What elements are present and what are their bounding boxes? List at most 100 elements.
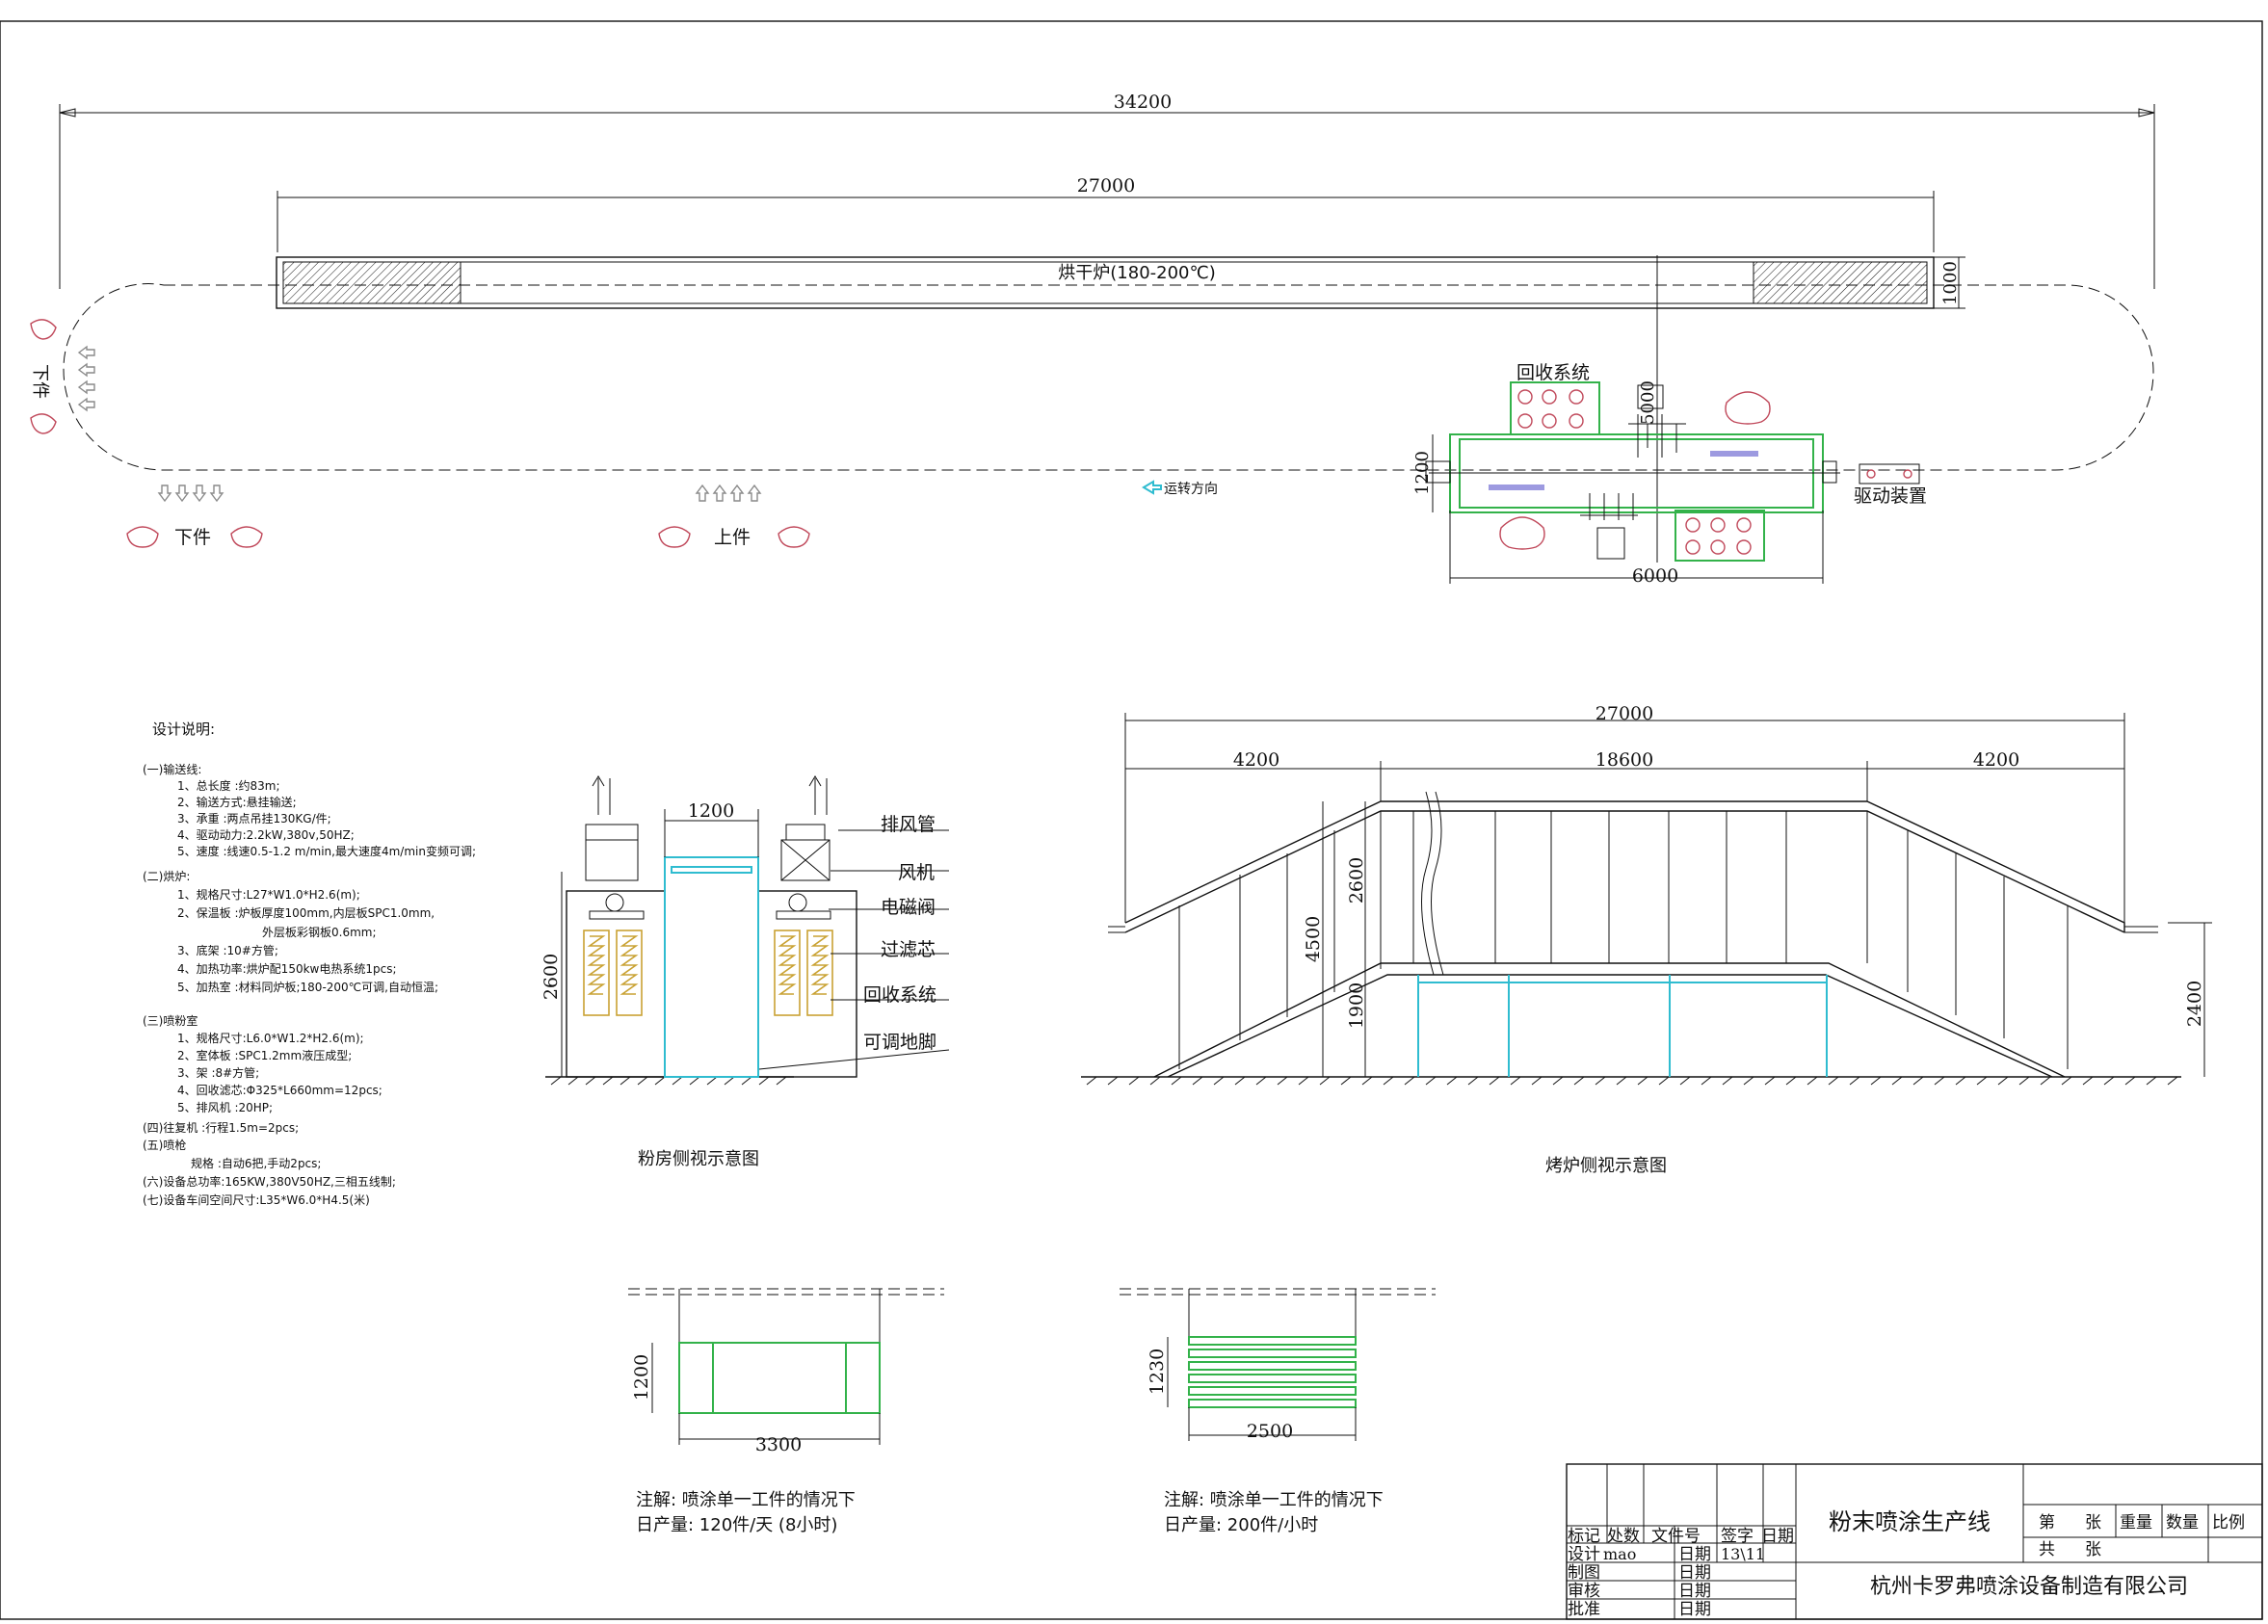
dim-overall-length: 34200: [1114, 92, 1172, 113]
detail-b-dim-w: 2500: [1247, 1421, 1293, 1442]
oven-dim-left: 4200: [1233, 749, 1279, 771]
dim-booth-length: 6000: [1632, 565, 1678, 587]
oven-dim-2600: 2600: [1346, 857, 1367, 904]
oven-heating-right: [1753, 261, 1928, 304]
load-operator-icons: [658, 526, 810, 548]
notes-line: 3、架 :8#方管;: [177, 1065, 259, 1080]
tb-loc: 处数: [1607, 1527, 1640, 1546]
oven-body: [276, 256, 1935, 309]
tb-approve-date: 日期: [1678, 1600, 1711, 1619]
tb-draw: 制图: [1568, 1563, 1600, 1583]
drawing-frame: [0, 20, 2263, 1620]
tb-date-head: 日期: [1761, 1527, 1794, 1546]
booth-dim-height: 2600: [541, 954, 562, 1000]
booth-label-feet: 可调地脚: [863, 1032, 936, 1053]
notes-line: 3、承重 :两点吊挂130KG/件;: [177, 812, 331, 825]
notes-line: 4、加热功率:烘炉配150kw电热系统1pcs;: [177, 961, 397, 976]
dim-booth-width: 1200: [1412, 451, 1433, 495]
notes-line: 1、规格尺寸:L6.0*W1.2*H2.6(m);: [177, 1031, 364, 1045]
tb-approve: 批准: [1568, 1600, 1600, 1619]
oven-label: 烘干炉(180-200℃): [1058, 263, 1215, 283]
notes-line: 5、排风机 :20HP;: [177, 1101, 273, 1114]
notes-line: (二)烘炉:: [143, 870, 190, 883]
design-notes: 设计说明: (一)输送线: 1、总长度 :约83m; 2、输送方式:悬挂输送; …: [143, 720, 476, 1207]
booth-dim-width: 1200: [688, 800, 734, 822]
plan-view: 34200 27000 烘干炉(180-200℃) 1000 5000: [30, 92, 2155, 587]
tb-title: 粉末喷涂生产线: [1829, 1508, 1991, 1535]
tb-doc: 文件号: [1651, 1527, 1701, 1546]
filter-cartridges: [583, 930, 833, 1016]
tb-design: 设计: [1568, 1545, 1600, 1564]
oven-dim-2400: 2400: [2184, 981, 2205, 1027]
drive-unit: [1859, 463, 1920, 485]
notes-line: 5、速度 :线速0.5-1.2 m/min,最大速度4m/min变频可调;: [177, 844, 476, 858]
oven-dim-total: 27000: [1596, 703, 1653, 724]
detail-b-note2: 日产量: 200件/小时: [1164, 1515, 1318, 1535]
oven-side-view: 27000 4200 18600 4200 4500 2600 1900 240…: [1081, 703, 2212, 1176]
booth-label-filter: 过滤芯: [881, 939, 936, 960]
notes-line: 5、加热室 :材料同炉板;180-200℃可调,自动恒温;: [177, 980, 438, 994]
notes-line: 4、驱动动力:2.2kW,380v,50HZ;: [177, 828, 355, 842]
detail-b-rails: [1188, 1336, 1357, 1408]
dim-oven-length: 27000: [1077, 175, 1135, 196]
booth-label-valve: 电磁阀: [881, 897, 936, 918]
notes-line: 2、保温板 :炉板厚度100mm,内层板SPC1.0mm,: [177, 905, 435, 920]
oven-dim-1900: 1900: [1346, 982, 1367, 1029]
unload-operator-icons: [126, 526, 263, 548]
booth-side-view: 1200 2600 排风管 风机 电磁阀 过滤芯 回收系统 可调地脚 粉房侧视示…: [541, 775, 950, 1169]
tb-total-sheet: 张: [2085, 1540, 2101, 1559]
tb-designer: mao: [1603, 1545, 1636, 1563]
direction-label: 运转方向: [1164, 482, 1218, 497]
operator-icon: [1499, 391, 1771, 550]
dim-oven-width: 1000: [1940, 261, 1961, 305]
detail-b-dim-h: 1230: [1147, 1349, 1168, 1395]
tb-sheet-no: 第: [2039, 1513, 2055, 1532]
unload-label: 下件: [174, 527, 211, 548]
notes-title: 设计说明:: [152, 720, 215, 738]
tb-date-label: 日期: [1678, 1545, 1711, 1564]
recycle-label: 回收系统: [1516, 362, 1590, 383]
notes-line: 规格 :自动6把,手动2pcs;: [191, 1156, 321, 1170]
tb-total: 共: [2039, 1540, 2055, 1559]
detail-a-note2: 日产量: 120件/天 (8小时): [636, 1515, 837, 1535]
tb-company: 杭州卡罗弗喷涂设备制造有限公司: [1870, 1575, 2188, 1599]
notes-line: (三)喷粉室: [143, 1013, 198, 1028]
tb-qty: 数量: [2166, 1513, 2199, 1532]
load-arrows: [695, 484, 762, 502]
tb-date-value: 13\11: [1721, 1545, 1765, 1563]
booth-caption: 粉房侧视示意图: [638, 1149, 759, 1169]
drive-label: 驱动装置: [1854, 485, 1927, 507]
oven-heating-left: [282, 261, 462, 304]
oven-dim-4500: 4500: [1303, 916, 1324, 962]
notes-line: 外层板彩钢板0.6mm;: [262, 926, 377, 939]
oven-dim-right: 4200: [1973, 749, 2019, 771]
spray-booth-plan: 回收系统 驱动装置 6000 1200: [1412, 362, 1927, 587]
dim-5000: 5000: [1638, 380, 1658, 425]
notes-line: 1、总长度 :约83m;: [177, 778, 280, 793]
left-operator-icons: [30, 319, 57, 434]
detail-b: 2500 1230 注解: 喷涂单一工件的情况下 日产量: 200件/小时: [1120, 1288, 1436, 1535]
tb-weight: 重量: [2120, 1513, 2152, 1532]
left-unload-label: 下件: [30, 364, 50, 399]
notes-line: (七)设备车间空间尺寸:L35*W6.0*H4.5(米): [143, 1192, 370, 1207]
tb-mark: 标记: [1568, 1527, 1600, 1546]
notes-line: 1、规格尺寸:L27*W1.0*H2.6(m);: [177, 887, 360, 902]
notes-line: (五)喷枪: [143, 1138, 186, 1152]
tb-review: 审核: [1568, 1582, 1600, 1601]
booth-label-exhaust: 排风管: [881, 814, 936, 835]
notes-line: (四)往复机 :行程1.5m=2pcs;: [143, 1120, 299, 1135]
unload-arrows: [157, 485, 224, 503]
notes-line: (一)输送线:: [143, 762, 201, 776]
tb-sheet: 张: [2085, 1513, 2101, 1532]
notes-line: 3、底架 :10#方管;: [177, 943, 278, 957]
notes-line: (六)设备总功率:165KW,380V50HZ,三相五线制;: [143, 1174, 396, 1189]
recovery-unit-top: [1510, 381, 1600, 435]
title-block: 标记 处数 文件号 签字 日期 设计 mao 日期 13\11 制图 日期 审核…: [1566, 1463, 2263, 1620]
conveyor-loop: [63, 283, 2154, 471]
tb-scale: 比例: [2212, 1513, 2245, 1532]
notes-line: 2、输送方式:悬挂输送;: [177, 795, 297, 809]
oven-caption: 烤炉侧视示意图: [1545, 1156, 1667, 1176]
load-label: 上件: [714, 527, 751, 548]
recovery-unit-bottom: [1675, 510, 1765, 562]
